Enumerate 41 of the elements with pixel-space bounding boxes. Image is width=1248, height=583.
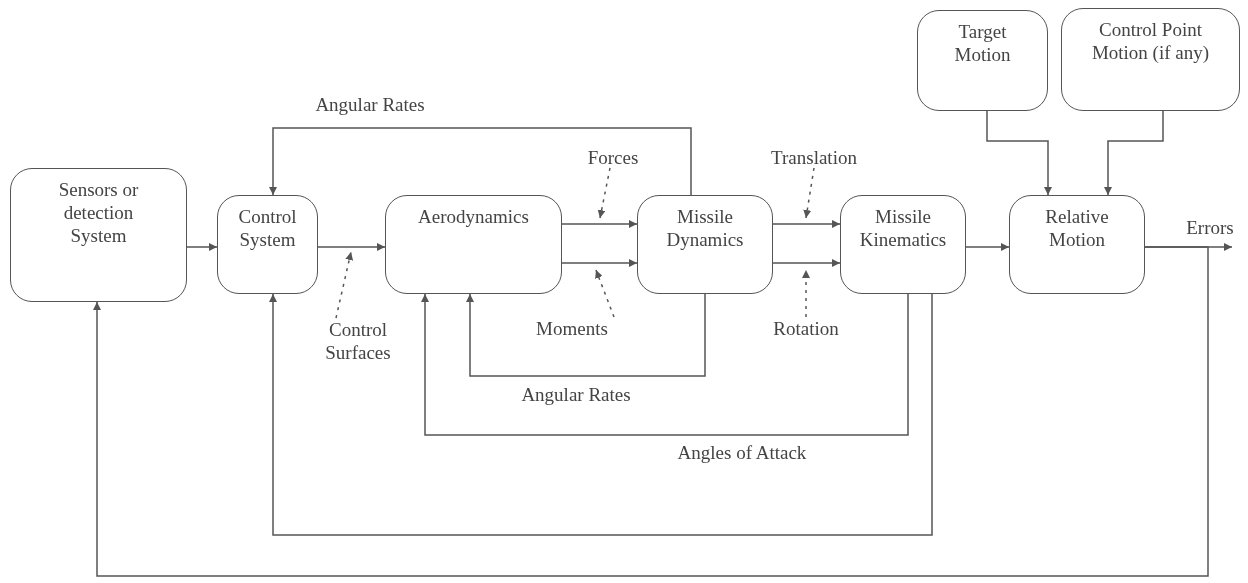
leader-label: Translation — [771, 145, 857, 169]
arrow — [561, 220, 638, 228]
process-box — [10, 168, 187, 302]
leader-line — [803, 167, 815, 219]
process-box — [1009, 195, 1145, 294]
leader-line — [335, 251, 354, 319]
process-box — [217, 195, 318, 294]
arrow — [93, 246, 1209, 577]
arrow — [965, 243, 1010, 251]
box-label: Missile Dynamics — [665, 205, 745, 251]
leader-label: Control Surfaces — [324, 318, 392, 364]
leader-label: Forces — [587, 145, 639, 169]
box-label: Control System — [237, 205, 298, 251]
box-label: Control Point Motion (if any) — [1090, 18, 1211, 64]
leader-label: Rotation — [773, 316, 839, 340]
arrow — [317, 243, 386, 251]
leader-line — [597, 167, 611, 219]
arrow — [466, 293, 706, 377]
box-label: Aerodynamics — [418, 205, 529, 228]
leader-line — [802, 269, 810, 318]
arrow — [269, 293, 933, 536]
arrow — [772, 259, 841, 267]
box-label: Missile Kinematics — [858, 205, 948, 251]
arrow — [772, 220, 841, 228]
arrow — [186, 243, 218, 251]
leader-line — [595, 269, 615, 318]
edge-label: Angles of Attack — [675, 442, 809, 464]
leader-label: Moments — [536, 316, 608, 340]
process-box — [840, 195, 966, 294]
arrow — [269, 127, 692, 196]
arrow — [561, 259, 638, 267]
box-label: Sensors or detection System — [57, 178, 140, 247]
arrow — [1104, 110, 1164, 196]
arrow — [986, 110, 1052, 196]
process-box — [385, 195, 562, 294]
process-box — [1061, 8, 1240, 111]
process-box — [917, 10, 1048, 111]
arrow — [421, 293, 909, 436]
box-label: Relative Motion — [1044, 205, 1110, 251]
process-box — [637, 195, 773, 294]
box-label: Target Motion — [953, 20, 1012, 66]
